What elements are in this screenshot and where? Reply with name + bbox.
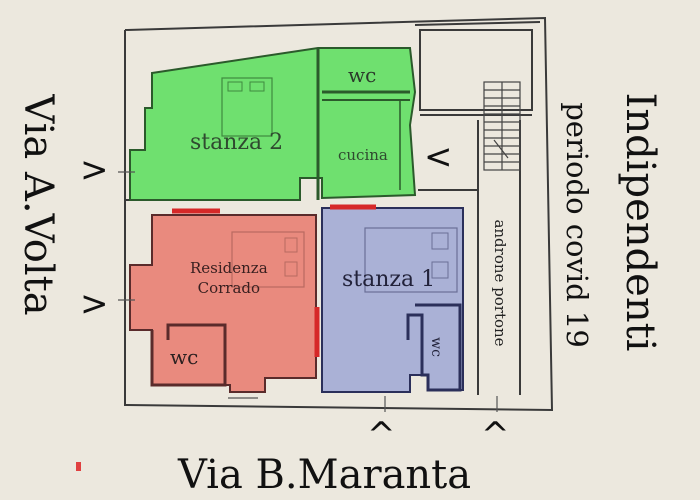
street-label-volta: Via A.Volta (15, 94, 61, 316)
residenza-line1: Residenza (190, 259, 268, 277)
entrance-arrow-left-lower: > (80, 284, 109, 324)
room-label-stanza2: stanza 2 (190, 130, 284, 155)
zone-residenza (129, 214, 317, 393)
wall-ticks (118, 171, 498, 412)
entrance-arrow-bottom-stanza1: ^ (367, 415, 396, 455)
room-label-residenza: Residenza Corrado (190, 258, 268, 298)
room-label-wc-left: wc (170, 345, 199, 369)
residenza-line2: Corrado (197, 279, 261, 297)
zone-stanza1 (321, 207, 464, 393)
staircase (483, 81, 521, 171)
entrance-arrow-bottom-androne: ^ (481, 415, 510, 455)
room-label-wc-top: wc (348, 63, 377, 87)
zone-stanza2 (129, 47, 417, 201)
entrance-arrow-left-upper: > (80, 150, 109, 190)
street-label-maranta: Via B.Maranta (178, 452, 472, 498)
entrance-arrow-cucina: < (424, 137, 453, 177)
room-label-wc-right: wc (428, 337, 444, 357)
door-markers (172, 204, 376, 357)
corner-mark (76, 462, 81, 471)
room-label-androne: androne portone (491, 219, 509, 347)
room-label-stanza1: stanza 1 (342, 267, 436, 292)
room-label-cucina: cucina (338, 146, 388, 164)
title-indipendenti: Indipendenti (617, 92, 663, 352)
subtitle-periodo-covid: periodo covid 19 (560, 102, 594, 348)
